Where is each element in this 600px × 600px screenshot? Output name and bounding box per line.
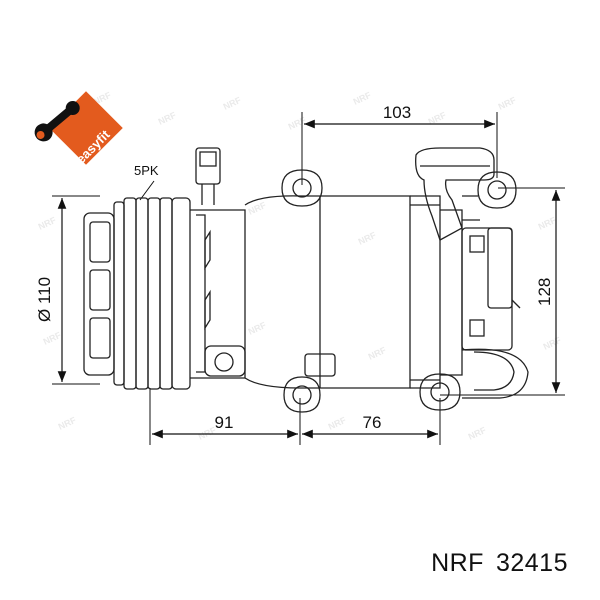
part-number: 32415 [495,549,568,577]
svg-text:NRF: NRF [157,110,178,127]
svg-text:NRF: NRF [537,215,558,232]
svg-text:NRF: NRF [327,415,348,432]
dimension-diameter: Ø 110 [35,195,100,385]
svg-text:NRF: NRF [37,215,58,232]
svg-text:NRF: NRF [42,330,63,347]
dimension-height: 128 [440,187,565,396]
svg-text:NRF: NRF [222,95,243,112]
part-code: NRF 32415 [431,549,568,578]
svg-text:NRF: NRF [357,230,378,247]
dimension-bottom: 91 76 [149,388,441,445]
easyfit-badge: easyfit [34,91,123,167]
dimension-bottom-right-label: 76 [363,413,382,432]
svg-text:NRF: NRF [367,345,388,362]
dimension-top: 103 [301,103,498,185]
pulley-label: 5PK [134,163,159,178]
dimension-height-label: 128 [535,278,554,306]
brand-name: NRF [431,549,484,577]
wrench-icon [34,101,80,142]
svg-text:NRF: NRF [352,90,373,107]
svg-text:NRF: NRF [287,115,308,132]
svg-text:NRF: NRF [497,95,518,112]
svg-text:NRF: NRF [542,335,563,352]
dimension-top-label: 103 [383,103,411,122]
dimension-diameter-label: Ø 110 [35,277,54,322]
compressor-outline [83,147,529,413]
pulley [83,197,191,390]
svg-text:NRF: NRF [247,320,268,337]
svg-text:NRF: NRF [467,425,488,442]
svg-text:NRF: NRF [57,415,78,432]
dimension-bottom-left-label: 91 [215,413,234,432]
watermark-pattern: NRF NRF NRF NRF NRF NRF NRF NRF NRF NRF … [37,90,563,442]
